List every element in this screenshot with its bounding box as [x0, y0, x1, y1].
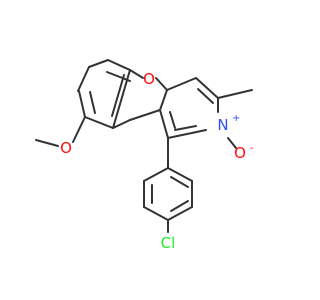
- bond: [111, 74, 125, 117]
- bond: [170, 200, 189, 212]
- bond: [167, 129, 207, 139]
- charge-layer: + -: [232, 113, 254, 154]
- bond: [169, 111, 176, 129]
- bond: [84, 116, 114, 129]
- bond: [159, 89, 168, 111]
- bond: [227, 137, 237, 149]
- nitrogen-label: N: [217, 116, 228, 134]
- bond: [170, 176, 189, 188]
- bond: [77, 66, 90, 92]
- bond: [159, 109, 169, 139]
- bond: [72, 116, 86, 143]
- bond: [143, 167, 169, 182]
- bond: [78, 90, 86, 118]
- bond: [195, 77, 219, 99]
- background: [0, 0, 300, 300]
- bond-layer: [35, 59, 253, 233]
- methoxy-oxygen-label: O: [60, 139, 72, 157]
- bond: [129, 109, 161, 121]
- bond: [155, 77, 168, 91]
- chlorine-label: Cl: [161, 234, 176, 252]
- molecule-canvas: O O N O Cl + -: [0, 0, 300, 300]
- ring-oxygen-label: O: [143, 70, 155, 88]
- bond: [166, 77, 197, 91]
- bond: [217, 89, 253, 99]
- bond: [143, 206, 169, 221]
- structure-diagram: O O N O Cl + -: [0, 0, 300, 300]
- bond: [129, 69, 144, 79]
- bond: [197, 88, 214, 104]
- oxygen-charge: -: [250, 143, 254, 154]
- bond: [167, 206, 193, 221]
- atom-label-layer: O O N O Cl: [60, 70, 246, 252]
- bond: [88, 59, 109, 68]
- bond: [167, 167, 193, 182]
- bond: [112, 119, 131, 129]
- nitrogen-charge: +: [232, 113, 240, 124]
- bond: [106, 71, 131, 82]
- bond: [112, 69, 131, 129]
- bond: [89, 91, 96, 114]
- bond: [174, 125, 197, 131]
- oxide-oxygen-label: O: [234, 144, 246, 162]
- bond: [107, 59, 131, 71]
- bond: [35, 139, 59, 147]
